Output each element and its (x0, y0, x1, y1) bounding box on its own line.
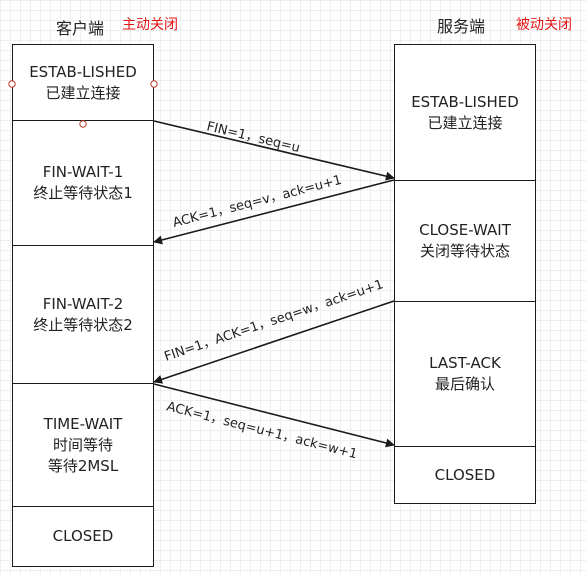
server-state-code: LAST-ACK (429, 354, 501, 372)
client-state-code: TIME-WAIT (43, 414, 123, 433)
server-state-close-wait[interactable]: CLOSE-WAIT 关闭等待状态 (394, 180, 536, 302)
server-column-title: 服务端 (437, 17, 486, 36)
message-arrow-fin-ack[interactable] (153, 300, 395, 384)
client-state-desc: 终止等待状态1 (33, 184, 133, 202)
server-state-desc: 关闭等待状态 (419, 242, 510, 260)
message-label-ack: ACK=1，seq=v，ack=u+1 (171, 173, 343, 231)
client-state-closed[interactable]: CLOSED (12, 506, 154, 567)
message-label-final-ack: ACK=1，seq=u+1，ack=w+1 (165, 399, 359, 462)
client-state-code: FIN-WAIT-2 (42, 294, 124, 313)
server-state-desc: 已建立连接 (427, 113, 503, 132)
server-state-code: CLOSED (434, 465, 496, 484)
connection-handle-right[interactable] (150, 80, 158, 88)
connection-handle-left[interactable] (8, 80, 16, 88)
message-arrow-final-ack[interactable] (153, 383, 395, 448)
client-column-title: 客户端 (56, 19, 105, 38)
client-state-desc: 等待2MSL (47, 456, 119, 475)
client-state-desc: 终止等待状态2 (33, 315, 133, 334)
client-state-time-wait[interactable]: TIME-WAIT 时间等待 等待2MSL (12, 383, 154, 507)
message-label-fin-ack: FIN=1，ACK=1，seq=w，ack=u+1 (162, 277, 385, 365)
server-role-label: 被动关闭 (516, 17, 572, 33)
server-state-code: ESTAB-LISHED (411, 92, 519, 111)
server-state-estab-lished[interactable]: ESTAB-LISHED 已建立连接 (394, 44, 536, 181)
server-state-last-ack[interactable]: LAST-ACK 最后确认 (394, 301, 536, 447)
server-state-desc: 最后确认 (434, 375, 495, 393)
connection-handle-bottom[interactable] (79, 120, 87, 128)
client-state-desc: 时间等待 (52, 435, 113, 454)
client-state-code: CLOSED (52, 527, 114, 545)
client-state-code: ESTAB-LISHED (29, 62, 137, 81)
client-state-code: FIN-WAIT-1 (42, 163, 124, 181)
server-state-code: CLOSE-WAIT (419, 221, 511, 239)
client-role-label: 主动关闭 (122, 17, 178, 33)
message-arrow-fin[interactable] (153, 120, 395, 181)
client-state-desc: 已建立连接 (45, 83, 121, 102)
server-state-closed[interactable]: CLOSED (394, 446, 536, 504)
message-arrow-ack[interactable] (153, 179, 395, 245)
message-label-fin: FIN=1，seq=u (205, 119, 301, 156)
client-state-fin-wait-2[interactable]: FIN-WAIT-2 终止等待状态2 (12, 245, 154, 384)
